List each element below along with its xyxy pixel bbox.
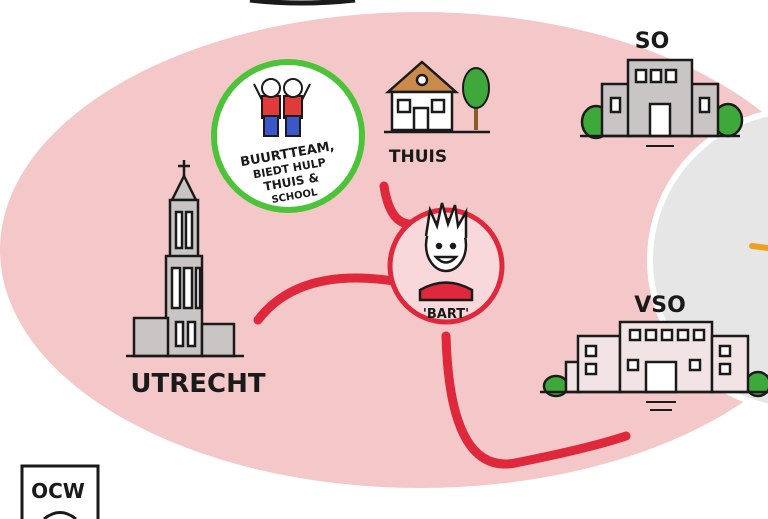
bart-node: 'BART': [387, 202, 505, 325]
thuis-node: THUIS: [384, 60, 490, 167]
connector-utrecht: [253, 273, 405, 325]
tree-icon: [462, 67, 490, 130]
school-building-icon: [542, 320, 768, 398]
boy-face-icon: [418, 202, 474, 302]
ocw-label: OCW: [31, 479, 85, 503]
ocw-arc: [43, 511, 77, 519]
dom-tower-icon: [132, 160, 236, 358]
buurtteam-people-icon: [253, 78, 311, 137]
vso-steps: [646, 401, 676, 411]
utrecht-node: UTRECHT: [126, 160, 266, 399]
utrecht-label: UTRECHT: [130, 369, 265, 399]
vso-node: VSO: [540, 293, 768, 411]
connector-vso: [441, 331, 631, 469]
top-scribble: [249, 0, 356, 6]
so-node: SO: [580, 29, 744, 147]
so-label: SO: [635, 29, 670, 54]
ocw-node: OCW: [20, 464, 100, 519]
buurtteam-node: BUURTTEAM, BIEDT HULP THUIS & SCHOOL: [211, 59, 365, 213]
bart-label: 'BART': [423, 307, 469, 322]
vso-label: VSO: [634, 293, 686, 318]
house-icon: [384, 60, 460, 132]
orange-marker: [749, 243, 768, 251]
ocw-box: [20, 464, 100, 519]
school-building-icon: [580, 58, 744, 140]
thuis-label: THUIS: [389, 147, 447, 167]
